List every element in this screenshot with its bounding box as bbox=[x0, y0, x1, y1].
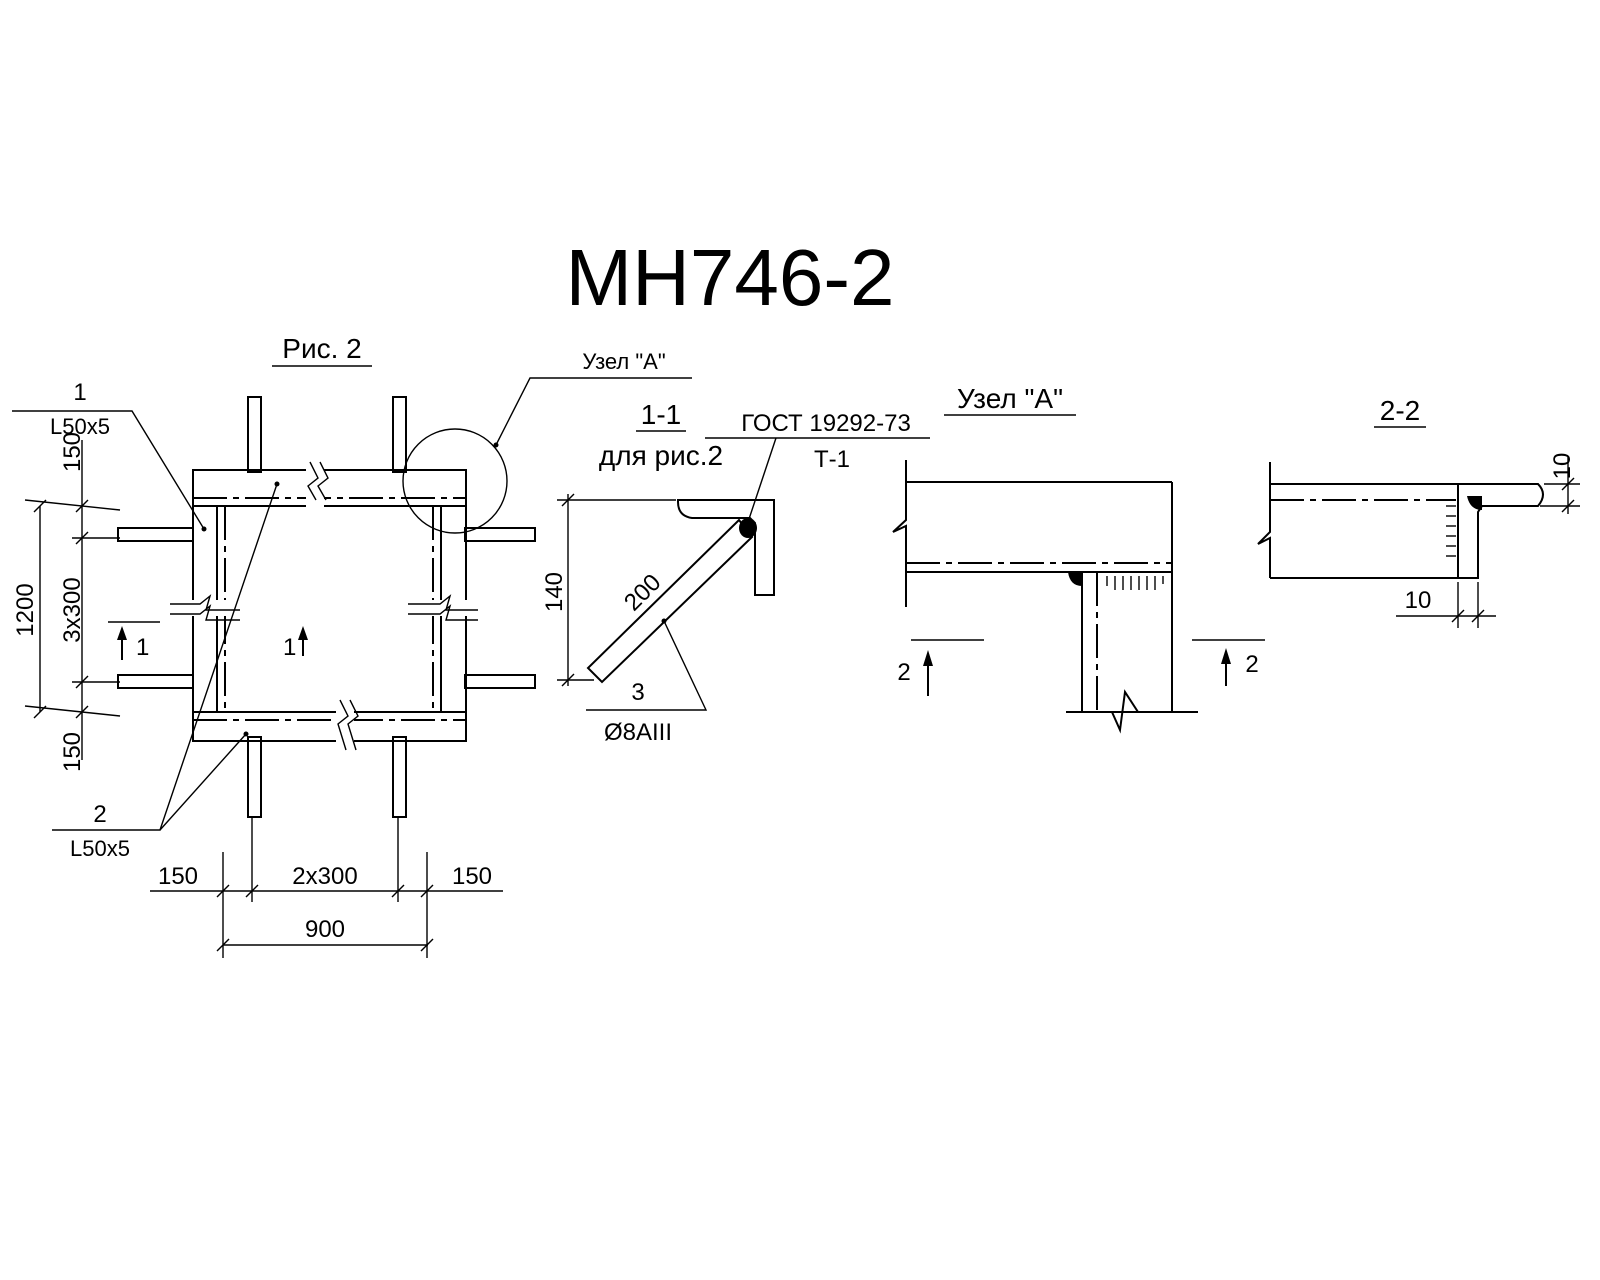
dim-2-2-top: 10 bbox=[1549, 453, 1576, 480]
anchor-bar-top-left bbox=[247, 396, 262, 473]
section-1-1-caption: 1-1 bbox=[641, 399, 681, 430]
section-mark-1-center: 1 bbox=[283, 634, 296, 661]
anchor-bar-left-bottom bbox=[117, 674, 194, 689]
dim-bottom-total: 900 bbox=[305, 916, 345, 943]
weld-standard: ГОСТ 19292-73 bbox=[741, 410, 911, 437]
dim-bottom-right: 150 bbox=[452, 863, 492, 890]
anchor-bar-right-bottom bbox=[464, 674, 536, 689]
left-dimension-chain: 150 1200 3х300 150 bbox=[12, 432, 121, 772]
node-a-detail: Узел "А" 2 2 bbox=[892, 383, 1265, 734]
drawing-title: МН746-2 bbox=[565, 233, 894, 322]
dim-left-total: 1200 bbox=[12, 583, 39, 636]
dim-height-140: 140 bbox=[541, 572, 568, 612]
section-2-2-caption: 2-2 bbox=[1380, 395, 1420, 426]
section-mark-1-left: 1 bbox=[136, 634, 149, 661]
dim-bottom-left: 150 bbox=[158, 863, 198, 890]
angle-profile bbox=[677, 499, 775, 596]
anchor-bar-right-top bbox=[464, 527, 536, 542]
dim-left-top: 150 bbox=[59, 432, 86, 472]
break-mark-left bbox=[170, 594, 240, 621]
weld-type: Т-1 bbox=[814, 446, 850, 473]
dim-left-bottom: 150 bbox=[59, 732, 86, 772]
node-a-caption: Узел "А" bbox=[957, 383, 1063, 414]
node-a-callout-label: Узел "А" bbox=[582, 349, 665, 374]
dim-bottom-mid: 2х300 bbox=[292, 863, 357, 890]
pos2-profile: L50x5 bbox=[70, 836, 130, 861]
dim-left-mid: 3х300 bbox=[59, 577, 86, 642]
anchor-bar-left-top bbox=[117, 527, 194, 542]
break-mark-right bbox=[408, 594, 478, 621]
pos2-number: 2 bbox=[93, 801, 106, 828]
break-mark-top bbox=[306, 461, 329, 518]
bottom-dimension-chain: 150 2х300 150 900 bbox=[150, 818, 503, 958]
anchor-bar-top-right bbox=[392, 396, 407, 473]
break-mark-bottom bbox=[336, 699, 359, 759]
plan-caption: Рис. 2 bbox=[282, 333, 361, 364]
section-1-1-subcaption: для рис.2 bbox=[599, 440, 723, 471]
node-a-callout-circle bbox=[402, 428, 508, 534]
pos1-number: 1 bbox=[73, 379, 86, 406]
bar-specification: Ø8AIII bbox=[604, 719, 672, 746]
section-2-2: 2-2 10 10 bbox=[1257, 395, 1580, 628]
pos1-profile: L50x5 bbox=[50, 414, 110, 439]
plan-view: Рис. 2 bbox=[12, 333, 692, 958]
weld-mark bbox=[739, 518, 757, 538]
bar-position-number: 3 bbox=[631, 679, 644, 706]
anchor-bar-bottom-right bbox=[392, 736, 407, 818]
node-a-section-mark-left: 2 bbox=[897, 659, 910, 686]
section-1-1: 1-1 для рис.2 ГОСТ 19292-73 Т-1 140 200 … bbox=[541, 399, 930, 746]
section-2-2-weld bbox=[1467, 496, 1482, 510]
dim-length-200: 200 bbox=[619, 569, 666, 616]
node-a-weld bbox=[1068, 572, 1082, 586]
node-a-section-mark-right: 2 bbox=[1245, 651, 1258, 678]
anchor-bar-diagonal bbox=[586, 518, 754, 684]
dim-2-2-bottom: 10 bbox=[1405, 587, 1432, 614]
anchor-bar-bottom-left bbox=[247, 736, 262, 818]
